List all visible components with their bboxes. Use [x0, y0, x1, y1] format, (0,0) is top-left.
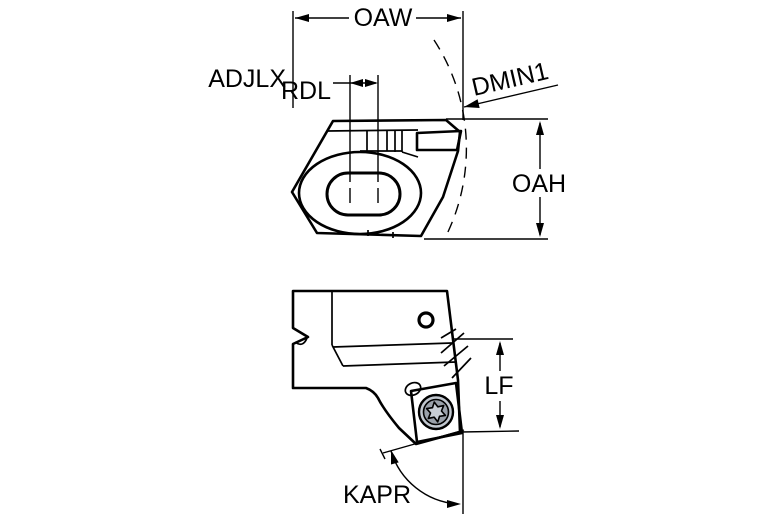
- kapr-arrow-start: [391, 450, 399, 465]
- rdl-arrow-right: [365, 79, 378, 87]
- oaw-arrow-right: [447, 14, 461, 22]
- adjlx-label: ADJLX: [208, 65, 286, 93]
- cartridge-body-top: [290, 118, 462, 238]
- dmin1-arrow: [464, 99, 480, 109]
- kapr-dimension: KAPR: [343, 429, 465, 514]
- kapr-arrow-end: [447, 500, 461, 508]
- obround-hole: [325, 171, 402, 217]
- rdl-arrow-left: [350, 79, 363, 87]
- serration-marks: [440, 328, 472, 379]
- oaw-label: OAW: [354, 4, 413, 32]
- insert-side-view: [409, 381, 464, 444]
- lf-arrow-top: [496, 341, 504, 355]
- side-view: LF KAPR: [291, 289, 520, 514]
- torx-screw: [417, 393, 455, 431]
- rdl-reference-lines: [349, 75, 379, 203]
- oaw-dimension: OAW: [292, 4, 464, 120]
- locator-pin: [404, 381, 422, 397]
- torx-star-icon: [425, 401, 447, 423]
- lf-dimension: LF: [453, 338, 520, 433]
- dmin1-arc: [433, 39, 468, 235]
- oah-label: OAH: [512, 170, 566, 198]
- dmin1-callout: DMIN1: [463, 57, 559, 109]
- kapr-label: KAPR: [343, 481, 411, 509]
- body-interior-lines: [294, 291, 457, 367]
- rdl-label: RDL: [281, 77, 331, 105]
- ring-boss: [297, 150, 423, 236]
- oah-arrow-bottom: [536, 223, 544, 237]
- insert-top-view: [415, 129, 463, 152]
- pin-hole: [417, 311, 435, 329]
- adjust-mechanism-lines: [326, 129, 419, 238]
- cartridge-body-side: [291, 289, 462, 446]
- lf-arrow-bottom: [496, 415, 504, 429]
- oaw-arrow-left: [295, 14, 309, 22]
- oah-dimension: OAH: [424, 118, 566, 240]
- oah-arrow-top: [536, 121, 544, 135]
- top-view: OAW ADJLX RDL DMIN1 OAH: [208, 4, 566, 240]
- dmin1-label: DMIN1: [469, 57, 551, 102]
- rdl-dimension: ADJLX RDL: [208, 65, 378, 105]
- lf-label: LF: [484, 372, 513, 400]
